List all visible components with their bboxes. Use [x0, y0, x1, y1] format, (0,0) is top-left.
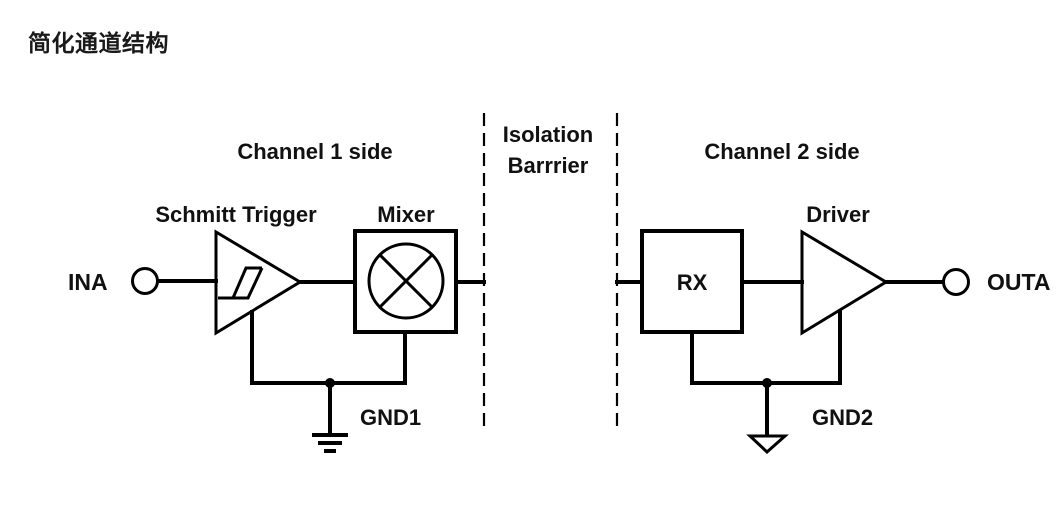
channel1-side-label: Channel 1 side — [237, 139, 392, 164]
output-pin-circle-icon — [942, 268, 970, 296]
schmitt-trigger-label: Schmitt Trigger — [155, 202, 317, 227]
isolation-label-line2: Barrrier — [508, 153, 589, 178]
signal-ground-icon — [746, 434, 789, 455]
input-pin-circle-icon — [131, 267, 159, 295]
gnd2-label: GND2 — [812, 405, 873, 430]
mixer-label: Mixer — [377, 202, 435, 227]
channel2-side-label: Channel 2 side — [704, 139, 859, 164]
isolation-label-line1: Isolation — [503, 122, 593, 147]
earth-ground-icon — [312, 433, 348, 453]
mixer-icon — [353, 229, 458, 334]
gnd1-label: GND1 — [360, 405, 421, 430]
page-title: 简化通道结构 — [28, 31, 169, 57]
input-pin-label: INA — [68, 269, 108, 295]
driver-buffer-icon — [800, 229, 889, 336]
output-pin-label: OUTA — [987, 269, 1050, 295]
rx-label: RX — [677, 270, 708, 295]
schmitt-trigger-icon — [214, 229, 303, 336]
driver-label: Driver — [806, 202, 870, 227]
gnd1-bus-wire — [250, 310, 407, 385]
